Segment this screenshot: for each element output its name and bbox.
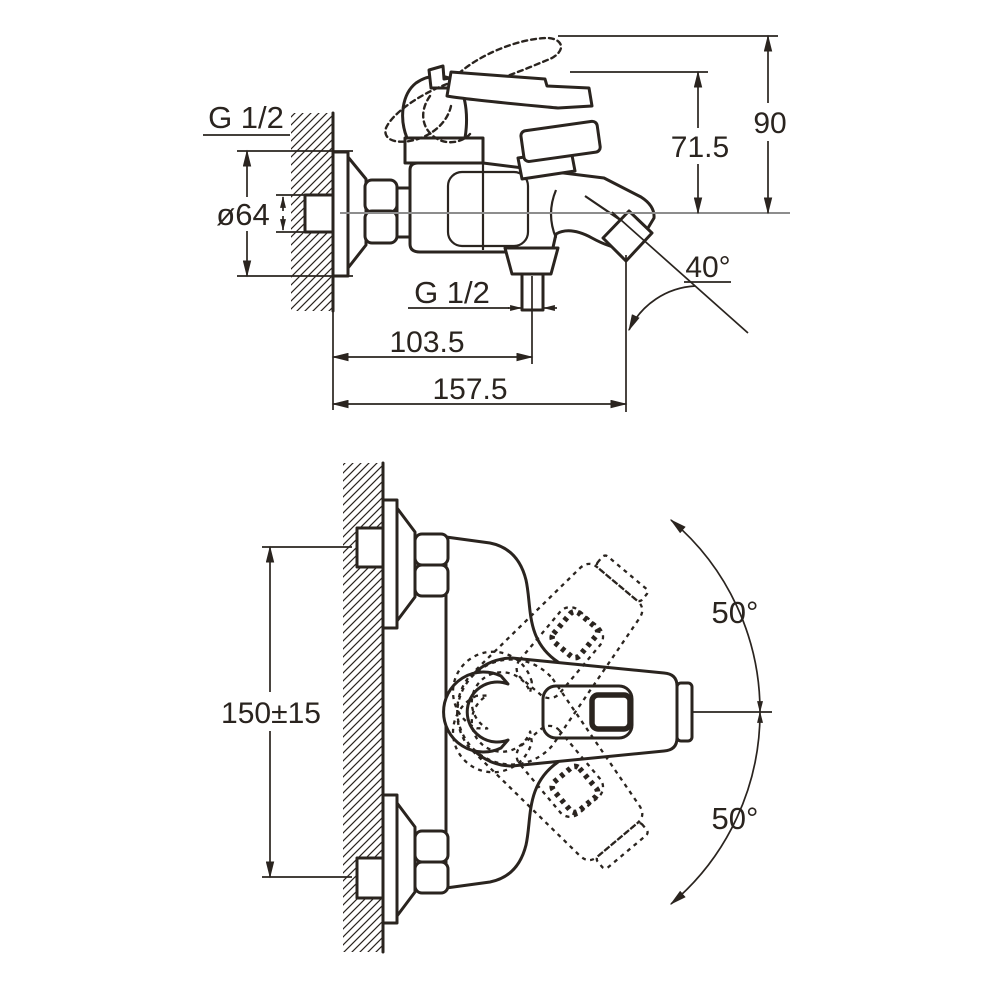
dimensions-side bbox=[203, 34, 778, 412]
dim-label-thread-wall: G 1/2 bbox=[208, 100, 284, 135]
lever-raised-dashed bbox=[384, 36, 563, 144]
escutcheon-cone bbox=[395, 506, 417, 623]
escutcheon-plate bbox=[381, 793, 399, 925]
hex-nut bbox=[413, 563, 450, 598]
faucet-body-side bbox=[384, 36, 656, 312]
eccentric-connector-plan-top bbox=[381, 498, 450, 630]
hex-nut bbox=[413, 860, 450, 895]
shower-outlet-collar bbox=[503, 246, 560, 276]
hex-nut bbox=[363, 178, 399, 214]
dim-label-thread-shower: G 1/2 bbox=[414, 275, 490, 310]
plan-view: 150±15 50° 50° bbox=[221, 461, 772, 954]
dim-label-71-5: 71.5 bbox=[671, 131, 729, 164]
dim-label-50deg-lower: 50° bbox=[712, 801, 759, 836]
escutcheon-cone bbox=[395, 801, 417, 918]
side-view: G 1/2 ø64 71.5 90 40° G 1/2 103.5 157.5 bbox=[203, 34, 790, 412]
dim-label-40deg: 40° bbox=[685, 251, 730, 284]
dimensions-plan bbox=[262, 519, 772, 905]
dim-label-50deg-upper: 50° bbox=[712, 595, 759, 630]
hex-nut bbox=[363, 209, 399, 245]
supply-pipe-stub bbox=[355, 526, 385, 569]
lever-handle bbox=[445, 70, 594, 110]
supply-pipe-stub bbox=[355, 856, 385, 900]
dim-label-157-5: 157.5 bbox=[432, 373, 507, 406]
dim-label-150: 150±15 bbox=[221, 697, 321, 730]
escutcheon-plate bbox=[381, 498, 399, 630]
hex-nut bbox=[413, 829, 450, 864]
supply-pipe-stub bbox=[303, 193, 335, 234]
wall-section-side bbox=[291, 111, 335, 313]
dim-label-flange-dia: ø64 bbox=[216, 197, 269, 232]
body-bottom-lobe bbox=[444, 760, 560, 890]
diverter-knob bbox=[519, 119, 602, 163]
dim-label-103-5: 103.5 bbox=[389, 326, 464, 359]
wall-section-plan bbox=[343, 461, 385, 954]
dim-label-90: 90 bbox=[753, 107, 786, 140]
eccentric-connector-plan-bottom bbox=[381, 793, 450, 925]
hex-nut bbox=[413, 532, 450, 567]
handle-plan bbox=[444, 658, 692, 766]
body-top-lobe bbox=[444, 535, 560, 664]
